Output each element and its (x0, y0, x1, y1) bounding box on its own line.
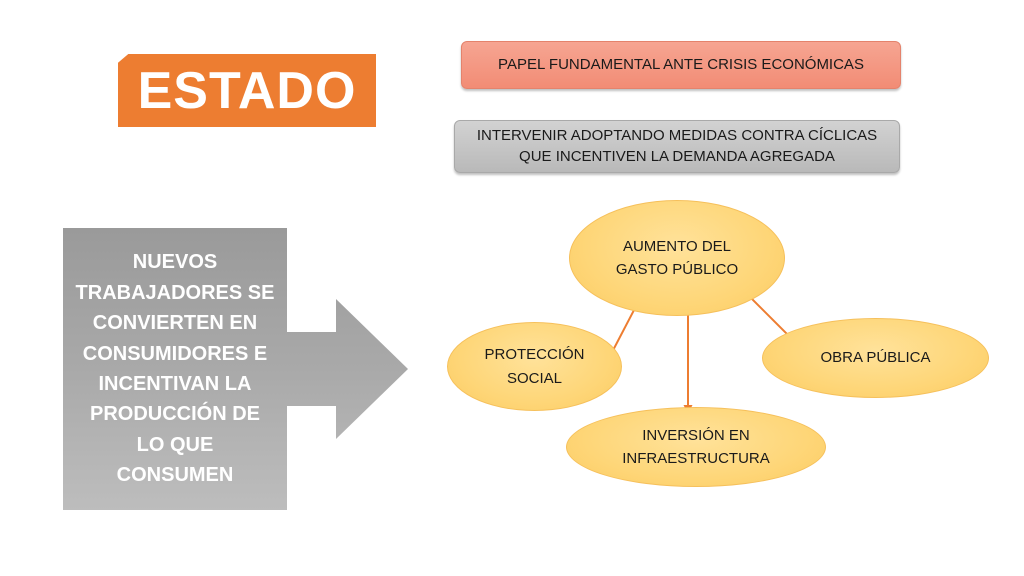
intervene-box: INTERVENIR ADOPTANDO MEDIDAS CONTRA CÍCL… (454, 120, 900, 173)
role-box: PAPEL FUNDAMENTAL ANTE CRISIS ECONÓMICAS (461, 41, 901, 89)
arrow-line: NUEVOS (132, 251, 218, 274)
arrow-line: CONSUMIDORES E (82, 342, 268, 365)
page-title: ESTADO (137, 61, 357, 120)
node-proteccion-social: PROTECCIÓN SOCIAL (447, 322, 622, 411)
arrow-line: INCENTIVAN LA (98, 373, 252, 395)
intervene-box-text: INTERVENIR ADOPTANDO MEDIDAS CONTRA CÍCL… (477, 126, 877, 167)
arrow-line: CONSUMEN (116, 464, 234, 487)
node-line: PROTECCIÓN (484, 346, 585, 364)
arrow-text: NUEVOS TRABAJADORES SE CONVIERTEN EN CON… (63, 228, 287, 510)
node-obra-publica: OBRA PÚBLICA (762, 318, 989, 398)
title-banner: ESTADO (118, 54, 376, 127)
role-box-text: PAPEL FUNDAMENTAL ANTE CRISIS ECONÓMICAS (498, 55, 864, 73)
arrow-line: LO QUE (136, 433, 214, 456)
arrow-text-block: NUEVOS TRABAJADORES SE CONVIERTEN EN CON… (76, 247, 275, 490)
node-line: GASTO PÚBLICO (615, 261, 739, 278)
node-line: AUMENTO DEL (622, 237, 732, 255)
intervene-line-1: INTERVENIR ADOPTANDO MEDIDAS CONTRA CÍCL… (476, 127, 878, 145)
block-arrow (63, 228, 408, 510)
node-obra-label: OBRA PÚBLICA (820, 346, 930, 369)
arrow-line: PRODUCCIÓN DE (89, 403, 260, 426)
node-inversion-label: INVERSIÓN EN INFRAESTRUCTURA (622, 424, 770, 471)
arrow-line: TRABAJADORES SE (75, 281, 275, 304)
node-line: OBRA PÚBLICA (820, 349, 931, 367)
node-line: INFRAESTRUCTURA (622, 450, 770, 467)
arrow-line: CONVIERTEN EN (92, 312, 258, 335)
node-aumento-label: AUMENTO DEL GASTO PÚBLICO (616, 235, 738, 282)
node-inversion-infraestructura: INVERSIÓN EN INFRAESTRUCTURA (566, 407, 826, 487)
node-line: INVERSIÓN EN (642, 426, 750, 444)
node-line: SOCIAL (506, 369, 562, 387)
node-proteccion-label: PROTECCIÓN SOCIAL (484, 343, 584, 390)
intervene-line-2: QUE INCENTIVEN LA DEMANDA AGREGADA (519, 147, 835, 165)
node-aumento-gasto: AUMENTO DEL GASTO PÚBLICO (569, 200, 785, 316)
